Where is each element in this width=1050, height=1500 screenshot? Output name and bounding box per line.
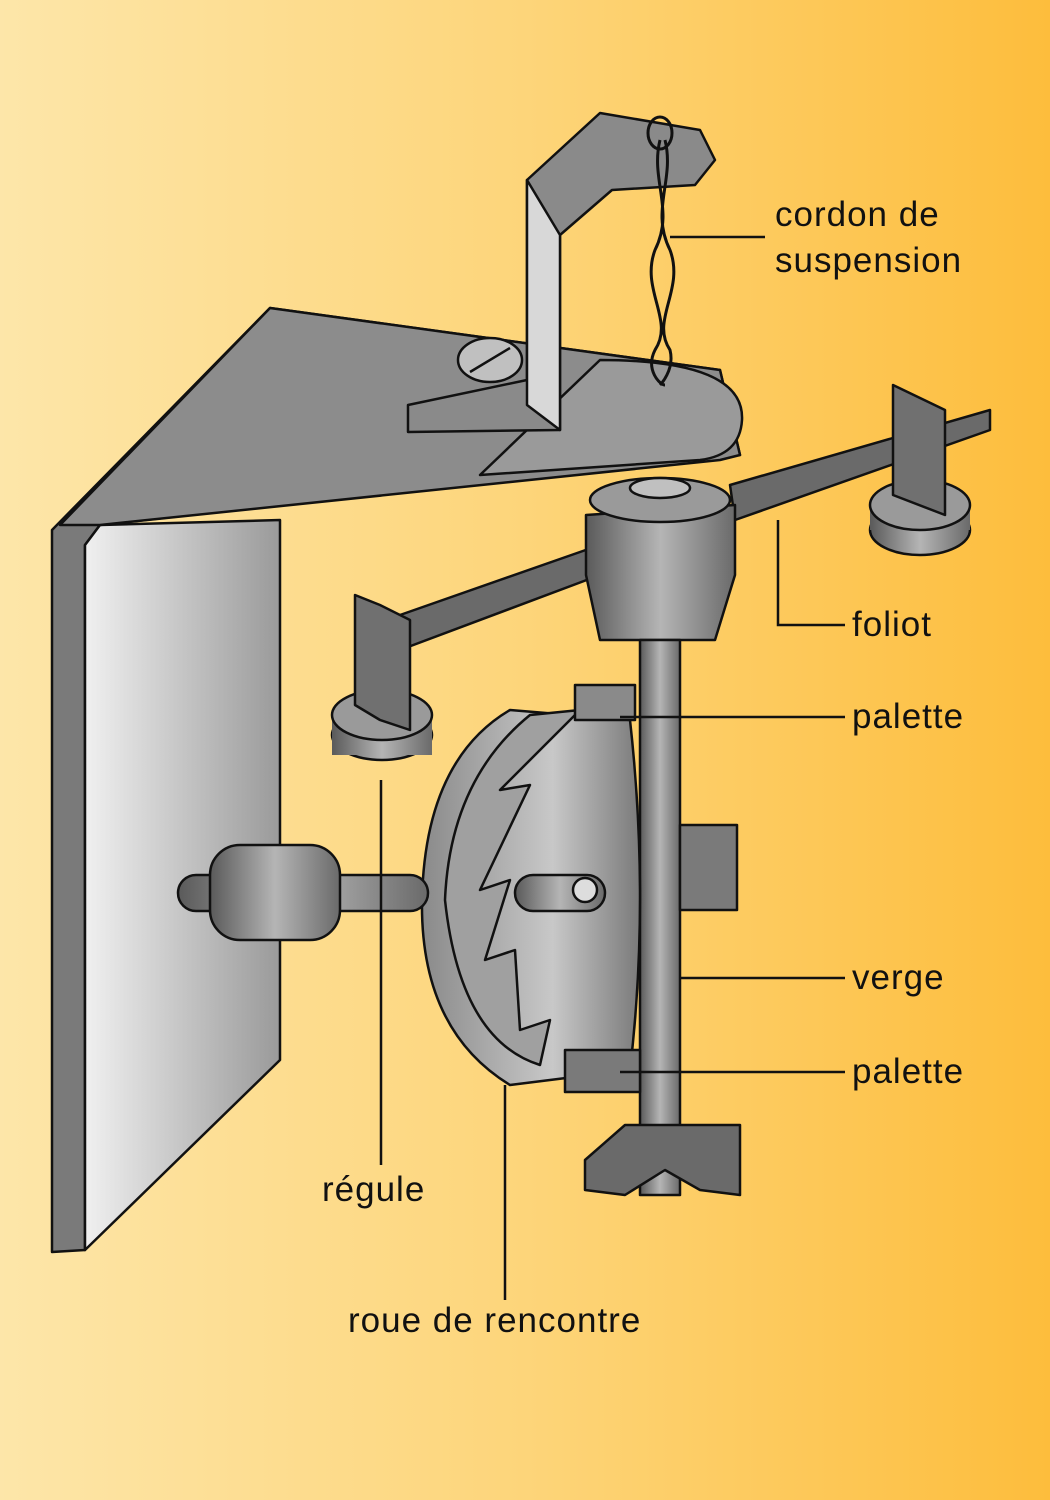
suspension-bracket	[406, 111, 717, 434]
label-roue-de-rencontre: roue de rencontre	[348, 1301, 642, 1340]
label-palette-top: palette	[852, 697, 965, 736]
label-cordon-line1: cordon de	[775, 195, 940, 234]
label-regule: régule	[322, 1170, 426, 1209]
label-palette-bottom: palette	[852, 1052, 965, 1091]
label-verge: verge	[852, 958, 945, 997]
suspension-cord	[646, 115, 676, 387]
leader-lines	[379, 235, 845, 1300]
foliot	[330, 383, 992, 762]
label-foliot: foliot	[852, 605, 932, 644]
wall-bracket	[50, 306, 744, 1254]
crown-wheel	[176, 683, 739, 1094]
label-cordon-line2: suspension	[775, 241, 963, 280]
